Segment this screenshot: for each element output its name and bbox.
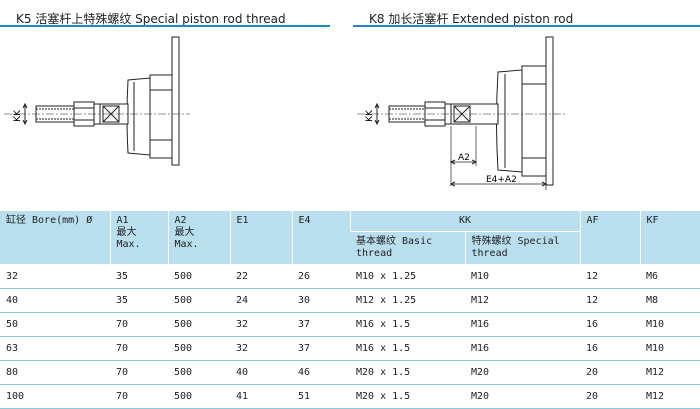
k5-title-underline <box>0 25 330 27</box>
cell-e4: 37 <box>292 336 350 361</box>
cell-kf: M12 <box>640 384 700 409</box>
col-kk-header: KK <box>349 211 580 232</box>
cell-e1: 41 <box>230 384 292 409</box>
cell-e4: 30 <box>292 288 350 313</box>
cell-e1: 32 <box>230 312 292 337</box>
cell-kf: M10 <box>640 312 700 337</box>
cell-a1: 35 <box>110 264 168 289</box>
cell-a2: 500 <box>168 264 230 289</box>
cell-bore: 50 <box>0 312 110 337</box>
col-af-header: AF <box>579 211 640 265</box>
cell-special: M20 <box>465 360 580 385</box>
k8-e4a2-label: E4+A2 <box>486 175 517 185</box>
k8-kk-label: KK <box>365 109 375 122</box>
cell-af: 12 <box>580 288 640 313</box>
cell-af: 20 <box>580 360 640 385</box>
col-kf-header: KF <box>639 211 700 265</box>
cell-bore: 100 <box>0 384 110 409</box>
cell-a2: 500 <box>168 312 230 337</box>
col-e4-header: E4 <box>291 211 350 265</box>
technical-drawings: KK KK A2 E4+A2 <box>4 36 565 190</box>
cell-bore: 40 <box>0 288 110 313</box>
k5-drawing <box>22 36 180 166</box>
cell-special: M10 <box>465 264 580 289</box>
cell-special: M16 <box>465 336 580 361</box>
col-basic-thread-header: 基本螺纹 Basic thread <box>350 231 465 265</box>
cell-a1: 70 <box>110 360 168 385</box>
cell-special: M12 <box>465 288 580 313</box>
cell-a1: 70 <box>110 312 168 337</box>
cell-basic: M10 x 1.25 <box>350 264 465 289</box>
cell-a2: 500 <box>168 360 230 385</box>
cell-a1: 70 <box>110 384 168 409</box>
k8-title-underline <box>353 25 700 27</box>
cell-af: 12 <box>580 264 640 289</box>
k5-kk-label: KK <box>13 109 23 122</box>
col-e1-header: E1 <box>229 211 292 265</box>
cell-kf: M8 <box>640 288 700 313</box>
col-special-thread-header: 特殊螺纹 Special thread <box>464 231 580 265</box>
cell-kf: M6 <box>640 264 700 289</box>
cell-basic: M16 x 1.5 <box>350 336 465 361</box>
cell-a2: 500 <box>168 336 230 361</box>
cell-e1: 24 <box>230 288 292 313</box>
cell-basic: M16 x 1.5 <box>350 312 465 337</box>
cell-af: 16 <box>580 336 640 361</box>
k5-title: K5 活塞杆上特殊螺纹 Special piston rod thread <box>16 12 286 26</box>
cell-e1: 22 <box>230 264 292 289</box>
cell-a1: 35 <box>110 288 168 313</box>
cell-af: 20 <box>580 384 640 409</box>
cell-bore: 63 <box>0 336 110 361</box>
cell-af: 16 <box>580 312 640 337</box>
cell-kf: M12 <box>640 360 700 385</box>
k8-a2-label: A2 <box>458 153 470 163</box>
cell-bore: 32 <box>0 264 110 289</box>
cell-special: M20 <box>465 384 580 409</box>
cell-a2: 500 <box>168 288 230 313</box>
cell-e1: 32 <box>230 336 292 361</box>
cell-e4: 46 <box>292 360 350 385</box>
cell-basic: M12 x 1.25 <box>350 288 465 313</box>
cell-e4: 37 <box>292 312 350 337</box>
cell-basic: M20 x 1.5 <box>350 384 465 409</box>
cell-e1: 40 <box>230 360 292 385</box>
cell-kf: M10 <box>640 336 700 361</box>
cell-a2: 500 <box>168 384 230 409</box>
cell-bore: 80 <box>0 360 110 385</box>
cell-e4: 51 <box>292 384 350 409</box>
k8-title: K8 加长活塞杆 Extended piston rod <box>369 12 574 26</box>
cell-a1: 70 <box>110 336 168 361</box>
cell-e4: 26 <box>292 264 350 289</box>
cell-special: M16 <box>465 312 580 337</box>
cell-basic: M20 x 1.5 <box>350 360 465 385</box>
col-bore-header: 缸径 Bore(mm) Ø <box>0 211 110 265</box>
k8-drawing <box>374 36 554 190</box>
